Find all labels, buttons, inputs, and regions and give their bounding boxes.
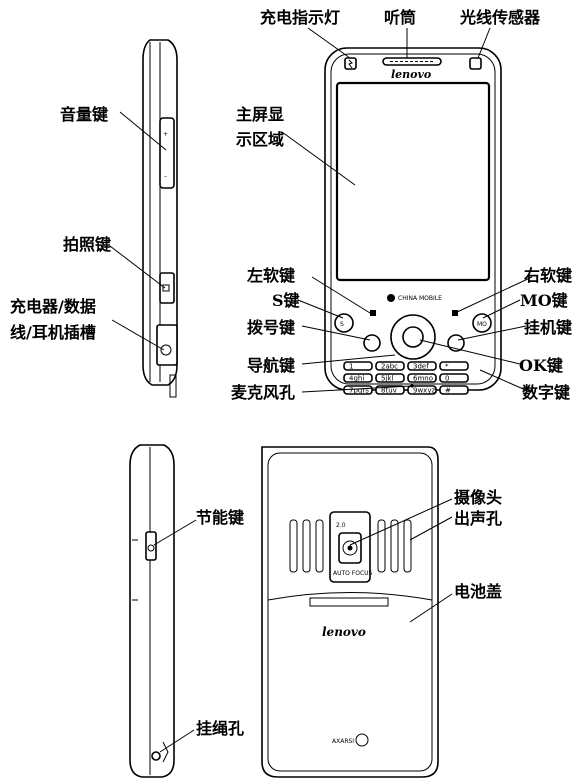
keypad-key — [407, 385, 437, 395]
label-nav-key: 导航键 — [247, 356, 295, 375]
svg-text:S: S — [340, 321, 344, 328]
label-ok-key: OK键 — [519, 356, 563, 375]
keypad-key-label: 5jkl — [381, 375, 393, 383]
keypad-key — [343, 361, 373, 371]
keypad-key-label: 9wxyz — [413, 387, 435, 395]
leader-lines — [109, 27, 533, 753]
front-brand: lenovo — [391, 68, 431, 81]
label-camera: 摄像头 — [454, 488, 502, 507]
power-save-key-shape — [145, 531, 157, 561]
label-dial-key: 拨号键 — [247, 318, 295, 337]
label-end-key: 挂机键 — [524, 318, 572, 337]
keypad-key-label: 2abc — [381, 363, 398, 371]
label-speaker-holes: 出声孔 — [454, 509, 502, 528]
svg-text:MO: MO — [477, 321, 487, 328]
keypad-key-label: # — [445, 387, 451, 395]
volume-key-shape — [159, 117, 175, 189]
camera-mp-text: 2.0 — [336, 522, 346, 529]
speaker-slots-left — [289, 519, 324, 573]
label-left-soft-key: 左软键 — [246, 266, 295, 285]
keypad-key — [375, 361, 405, 371]
label-charge-led: 充电指示灯 — [260, 8, 340, 27]
label-volume-key: 音量键 — [60, 105, 108, 124]
end-key-shape — [447, 334, 465, 352]
back-view: 2.0 AUTO FOCUS lenovo AXARSI — [261, 446, 439, 778]
label-lanyard-hole: 挂绳孔 — [196, 719, 244, 738]
labels: 充电指示灯 听筒 光线传感器 音量键 主屏显 示区域 拍照键 充电器/数据 线/… — [10, 8, 572, 738]
maker-mark: AXARSI — [332, 738, 354, 745]
speaker-slots-right — [377, 519, 412, 573]
camera-key-shape — [159, 272, 175, 304]
keypad-key-label: 8tuv — [381, 387, 397, 395]
keypad-key — [439, 385, 469, 395]
keypad-key — [439, 361, 469, 371]
label-light-sensor: 光线传感器 — [459, 8, 541, 27]
keypad-key-label: * — [445, 363, 449, 371]
keypad-key — [407, 361, 437, 371]
keypad-key — [343, 373, 373, 383]
dial-key-shape — [363, 334, 381, 352]
label-microphone: 麦克风孔 — [231, 383, 295, 402]
label-main-screen-1: 主屏显 — [236, 105, 284, 124]
svg-text:+: + — [163, 131, 168, 138]
main-screen — [335, 81, 491, 282]
back-brand: lenovo — [322, 625, 366, 639]
label-power-save-key: 节能键 — [196, 508, 244, 527]
keypad-key — [407, 373, 437, 383]
label-s-key: S键 — [272, 291, 300, 310]
keypad-key — [439, 373, 469, 383]
s-key-shape — [334, 313, 354, 333]
keypad: 1 2abc 3def * 4ghi 5jkl 6mno 0 7pqrs 8tuv 9wxyz # — [343, 361, 469, 395]
label-charger-port-1: 充电器/数据 — [10, 297, 96, 316]
svg-text:–: – — [164, 173, 167, 180]
side-view-right — [129, 444, 175, 778]
keypad-key-label: 1 — [349, 363, 353, 371]
light-sensor-shape — [469, 57, 482, 70]
lanyard-hole-shape — [151, 751, 161, 761]
label-main-screen-2: 示区域 — [236, 130, 284, 149]
label-earpiece: 听筒 — [384, 8, 416, 27]
label-battery-cover: 电池盖 — [454, 582, 502, 601]
ok-button-shape — [402, 326, 424, 348]
keypad-key — [375, 373, 405, 383]
label-charger-port-2: 线/耳机插槽 — [10, 323, 96, 342]
side-view-left: + – — [142, 39, 178, 398]
label-number-keys: 数字键 — [522, 383, 570, 402]
keypad-key-label: 0 — [445, 375, 449, 383]
label-camera-key: 拍照键 — [63, 235, 111, 254]
camera-af-text: AUTO FOCUS — [333, 570, 373, 577]
keypad-key-label: 4ghi — [349, 375, 364, 383]
keypad-key-label: 7pqrs — [349, 387, 369, 395]
keypad-key-label: 6mno — [413, 375, 433, 383]
carrier-text: CHINA MOBILE — [398, 295, 442, 302]
label-right-soft-key: 右软键 — [524, 266, 572, 285]
keypad-key-label: 3def — [413, 363, 429, 371]
label-mo-key: MO键 — [520, 291, 568, 310]
mo-key-shape — [472, 313, 492, 333]
front-view: lenovo CHINA MOBILE S MO 1 2abc 3def * 4ghi 5… — [324, 47, 502, 395]
